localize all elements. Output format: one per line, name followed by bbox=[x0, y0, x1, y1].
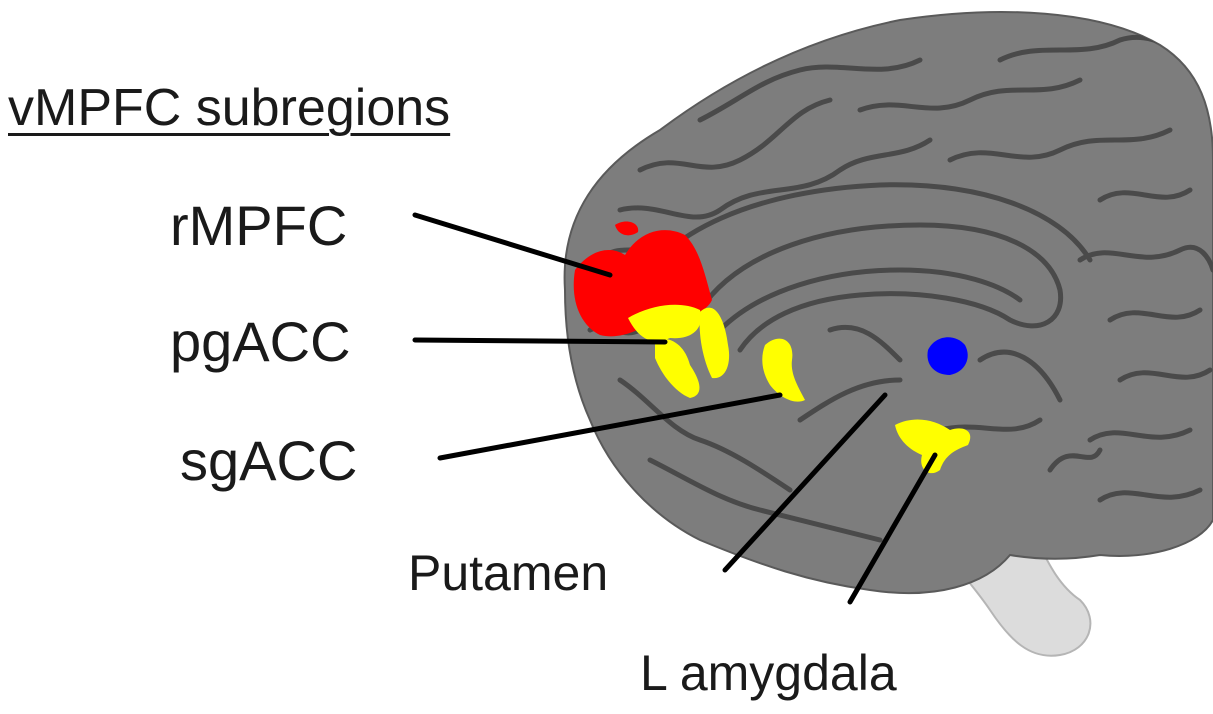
label-sgacc: sgACC bbox=[180, 433, 357, 489]
leader-line-pgacc bbox=[415, 340, 665, 342]
label-l-amygdala: L amygdala bbox=[640, 648, 897, 698]
label-putamen: Putamen bbox=[408, 548, 608, 598]
label-rmpfc: rMPFC bbox=[170, 198, 347, 254]
figure-title: vMPFC subregions bbox=[8, 82, 450, 134]
label-pgacc: pgACC bbox=[170, 314, 351, 370]
